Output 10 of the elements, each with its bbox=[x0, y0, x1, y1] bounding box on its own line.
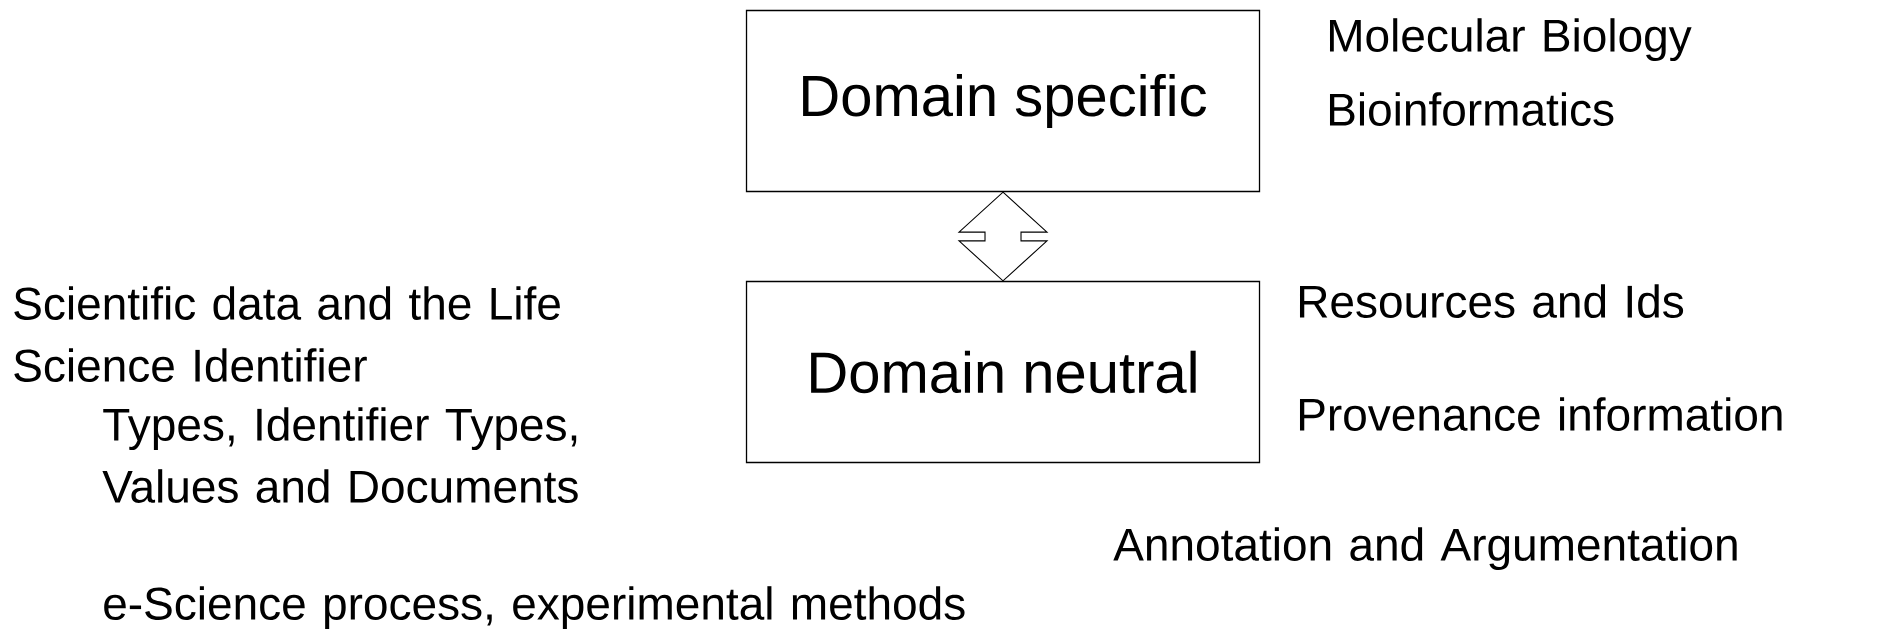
label-text: Resources and Ids bbox=[1300, 284, 1684, 318]
label-text: Types, Identifier Types, Values and Documents bbox=[102, 407, 578, 503]
term-box: Domain neutral bbox=[745, 280, 1261, 464]
double-arrow bbox=[957, 191, 1049, 282]
label-text: e-Science process, experimental methods bbox=[104, 586, 965, 630]
label-text: Annotation and Argumentation bbox=[1113, 527, 1737, 571]
label-text: Scientific data and the Life Science Identifier bbox=[14, 286, 560, 382]
label-text: Bioinformatics bbox=[1330, 92, 1614, 126]
term-box: Domain specific bbox=[745, 9, 1261, 193]
label-text: Molecular Biology bbox=[1330, 18, 1692, 62]
